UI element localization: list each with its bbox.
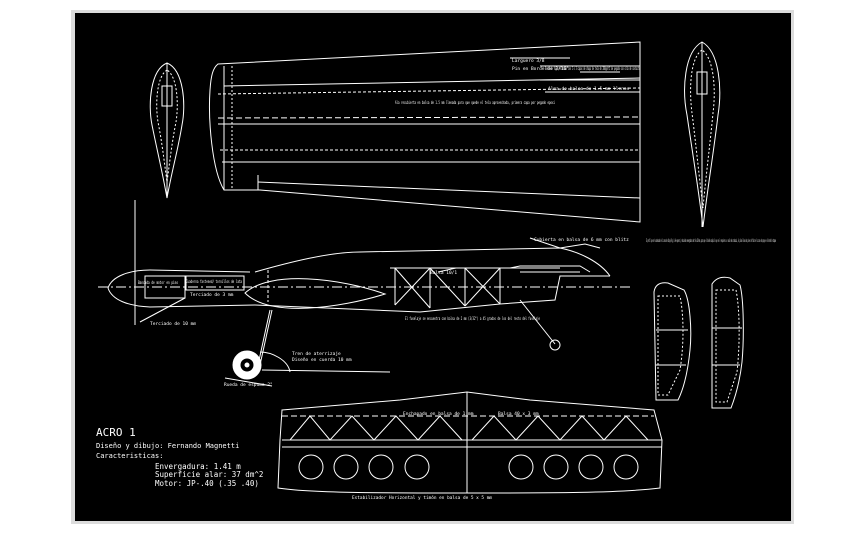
drawing-lines [98, 41, 744, 494]
wing-planform [209, 41, 641, 223]
design-credit: Diseño y dibujo: Fernando Magnetti [96, 442, 239, 450]
title-block: ACRO 1 Diseño y dibujo: Fernando Magnett… [96, 426, 263, 488]
note-fuse-firewall: Terciado de 3 mm [190, 292, 234, 298]
landing-gear [224, 309, 391, 387]
note-fuse-profile: El perfil que se ha adecuado de la zona … [646, 237, 776, 244]
note-fuse-mount: Bancada de motor en pino [138, 280, 178, 286]
note-stab-caption: Estabilizador Horizontal y timón en bals… [352, 494, 492, 501]
note-fuse-cover: Cubierta en balsa de 6 mm con blitz [534, 237, 629, 243]
fuselage-side-view [98, 200, 630, 345]
features-heading: Caracteristicas: [96, 452, 163, 460]
root-rib-airfoil [149, 62, 185, 199]
spec-wingspan: Envergadura: 1.41 m [155, 462, 241, 471]
note-gear-spring: Tren de aterrizaje [292, 351, 341, 357]
note-fuse-balsa: Balsa 10/1 [430, 270, 457, 276]
note-fuse-nose: Cuaderna fastened/ tornillos de lata [186, 279, 242, 285]
note-stab-leading: Enchapado en balsa de 1 mm [403, 411, 474, 417]
note-gear-note: Diseño en cuerda 10 mm [292, 357, 352, 363]
annotation-texts: Larguero 3/8 Pin en Borde de 3/16" Borde… [138, 58, 776, 501]
horizontal-stabilizer [277, 391, 663, 494]
note-fuse-plywood: Terciado de 10 mm [150, 321, 196, 327]
note-wheel: Rueda de espuma 2" [224, 382, 273, 388]
note-fuse-brace: El fuselaje se encuentra con balsa de 2 … [405, 316, 540, 322]
spec-wing-area: Superficie alar: 37 dm^2 [155, 470, 263, 479]
spec-engine: Motor: JP-.40 (.35 .40) [155, 479, 259, 488]
note-wing-leading: Pin en Borde de 3/16" [512, 66, 569, 72]
wing-rib-templates [653, 276, 744, 409]
note-wing-spar: Larguero 3/8 [512, 58, 545, 64]
tail-wheel [549, 339, 561, 351]
model-name: ACRO 1 [96, 426, 136, 439]
tip-rib-airfoil [684, 41, 721, 228]
note-wing-aileron: Ala recubierta en balsa de 1.5 mm llenad… [395, 100, 555, 106]
note-wing-covering: Borde de fuga reforzado con 2 o 3 capas … [545, 66, 640, 72]
note-stab-ribs: Balsa 40 x 3 mm [498, 411, 539, 417]
note-wing-web: Alma de balsa de 1.5 mm llenos [548, 86, 630, 92]
drawing-sheet [75, 13, 791, 521]
